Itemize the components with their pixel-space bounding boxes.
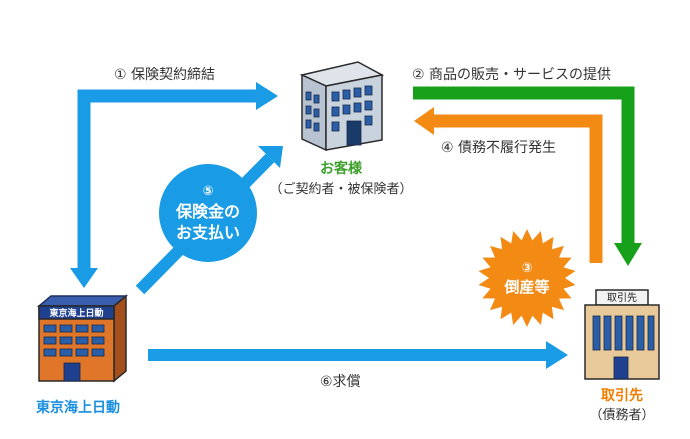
customer-building-icon (299, 61, 385, 152)
flow-label-contract: ① 保険契約締結 (114, 66, 215, 83)
payout-badge-number: ⑤ (202, 184, 213, 199)
insurer-name: 東京海上日動 (36, 399, 120, 416)
payout-badge: ⑤ 保険金の お支払い (159, 164, 257, 262)
arrow-sales (413, 86, 642, 266)
arrow-recourse (148, 341, 568, 369)
flow-label-default: ④ 債務不履行発生 (441, 140, 556, 156)
bankruptcy-burst: ③ 倒産等 (478, 229, 576, 327)
bankruptcy-burst-label: 倒産等 (503, 278, 549, 296)
arrow-contract (70, 82, 278, 288)
partner-sub: （債務者） (589, 408, 654, 423)
flow-label-sales: ② 商品の販売・サービスの提供 (412, 67, 611, 83)
customer-sub: （ご契約者・被保険者） (269, 181, 412, 197)
arrow-default (414, 107, 603, 263)
payout-badge-line1: 保険金の (175, 202, 240, 221)
partner-building-sign: 取引先 (607, 292, 637, 304)
partner-building-icon: 取引先 (584, 289, 660, 380)
flow-label-recourse: ⑥求償 (320, 374, 361, 390)
customer-name: お客様 (320, 160, 363, 177)
partner-name: 取引先 (601, 387, 643, 404)
insurer-building-icon: 東京海上日動 (36, 294, 129, 383)
insurer-building-sign: 東京海上日動 (49, 307, 103, 319)
bankruptcy-burst-number: ③ (521, 261, 532, 276)
payout-badge-line2: お支払い (176, 223, 240, 242)
